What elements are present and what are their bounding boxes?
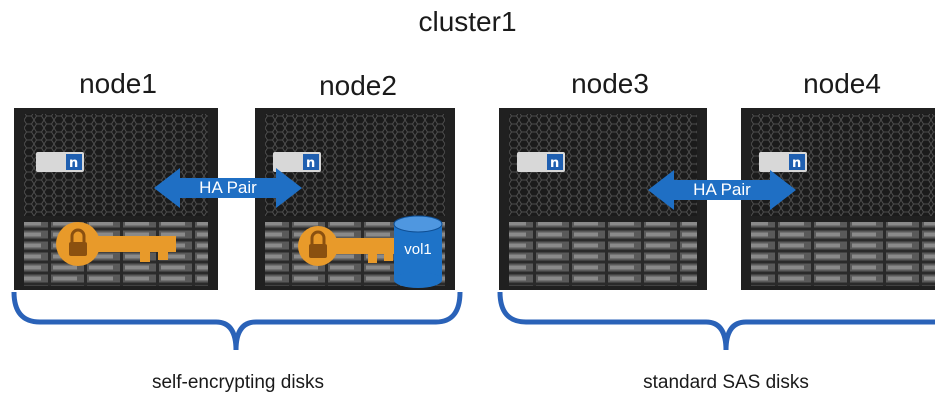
- node1-label: node1: [79, 68, 157, 99]
- node4-drive-bays: [751, 222, 935, 286]
- cylinder-icon: [393, 215, 443, 288]
- node3-logo-icon: [547, 154, 563, 170]
- ha-arrow-1: [154, 168, 302, 208]
- bracket-left: [11, 291, 463, 351]
- node1-drive-bays: [24, 222, 208, 286]
- node3-label: node3: [571, 68, 649, 99]
- ha-pair-label-1: HA Pair: [199, 178, 257, 197]
- key-icon: [298, 226, 398, 266]
- node3-chassis: n: [499, 108, 707, 290]
- volume-label: vol1: [404, 241, 432, 258]
- node3-drive-bays: [509, 222, 697, 286]
- padlock-icon: [309, 230, 327, 258]
- node2-label: node2: [319, 70, 397, 101]
- svg-text:n: n: [792, 156, 801, 171]
- key-icon: [56, 222, 176, 266]
- ha-pair-label-2: HA Pair: [693, 180, 751, 199]
- svg-text:n: n: [69, 156, 78, 171]
- node4-logo-icon: [789, 154, 805, 170]
- node1-chassis: n: [14, 108, 218, 290]
- svg-text:n: n: [550, 156, 559, 171]
- svg-text:n: n: [306, 156, 315, 171]
- node4-label: node4: [803, 68, 881, 99]
- bracket-right: [497, 291, 935, 351]
- ha-arrow-2: [648, 170, 796, 210]
- node1-logo-icon: [66, 154, 82, 170]
- cluster-title: cluster1: [418, 6, 517, 37]
- node2-logo-icon: [303, 154, 319, 170]
- group-label-standard-sas: standard SAS disks: [643, 372, 809, 393]
- padlock-icon: [69, 228, 87, 256]
- group-label-self-encrypting: self-encrypting disks: [151, 372, 325, 393]
